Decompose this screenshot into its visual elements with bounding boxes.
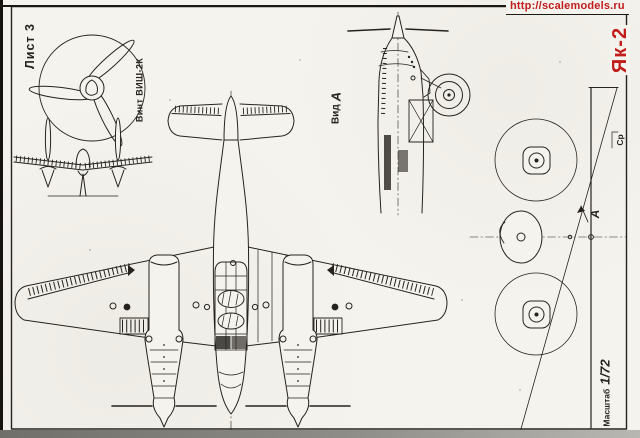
- view-a-letter: А: [328, 91, 344, 102]
- plan-view-drawing: [14, 90, 448, 431]
- front-view-drawing: [13, 117, 153, 197]
- watermark-url: http://scalemodels.ru: [506, 0, 629, 15]
- view-a-word: Вид: [330, 104, 341, 125]
- scale-value: 1/72: [597, 359, 613, 385]
- rotated-front-view-drawing: [469, 87, 627, 437]
- propeller-detail-drawing: [28, 34, 146, 147]
- centerline-mark: Ср: [614, 134, 625, 146]
- top-rule-line: [0, 5, 508, 7]
- scale-word: Масштаб: [601, 388, 612, 427]
- scale-label: Масштаб 1/72: [597, 359, 613, 427]
- scan-edge-bottom: [0, 430, 640, 438]
- side-view-drawing: [347, 11, 471, 216]
- sheet-number: Лист 3: [22, 23, 37, 69]
- view-a-label: Вид А: [328, 91, 344, 125]
- scan-speckles: [89, 59, 561, 391]
- scan-edge-left: [0, 0, 3, 438]
- propeller-label: Винт ВИШ-2К: [134, 57, 145, 123]
- view-arrow-letter: А: [588, 209, 602, 219]
- sheet-title: Як-2: [609, 24, 631, 76]
